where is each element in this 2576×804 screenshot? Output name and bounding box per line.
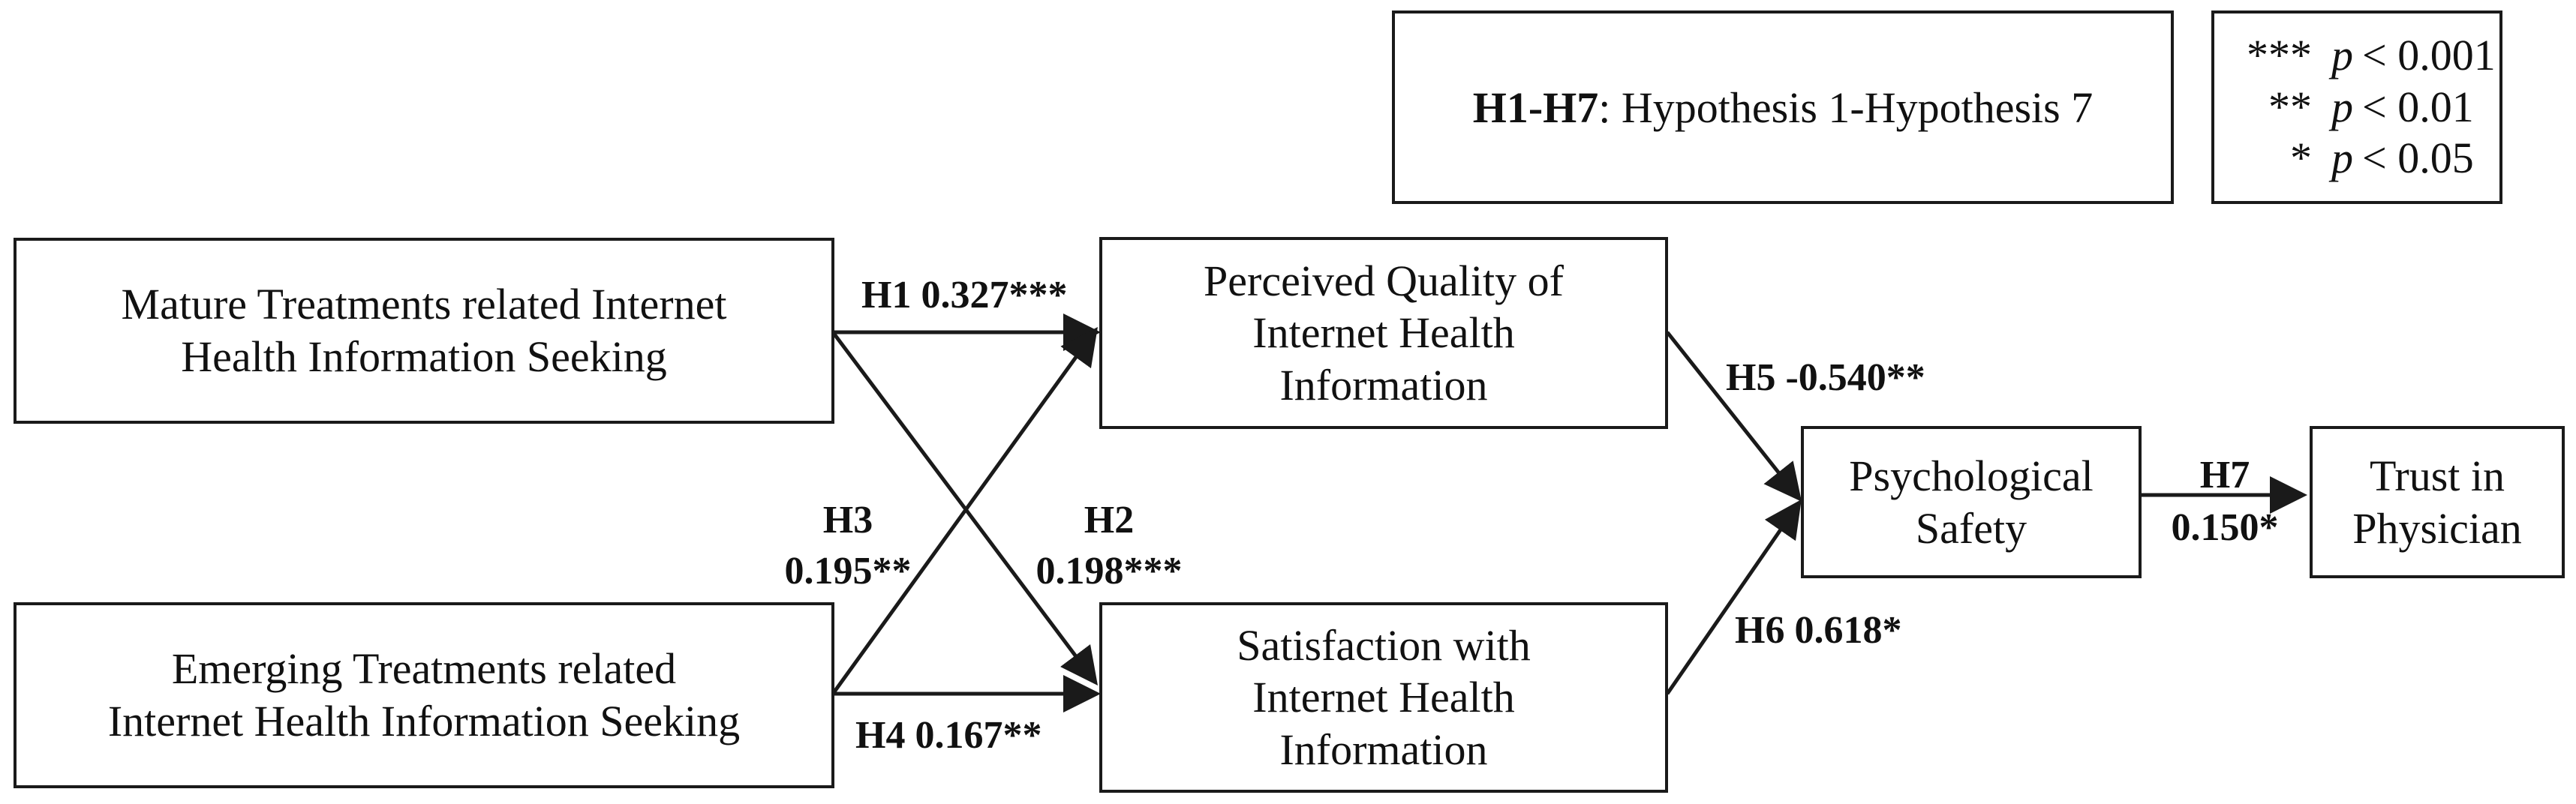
- path-label-h4: H4 0.167**: [855, 716, 1042, 755]
- construct-label-line: Information: [1279, 724, 1488, 774]
- path-id: H1: [861, 274, 912, 316]
- construct-label-line: Emerging Treatments related: [171, 644, 677, 694]
- construct-label-line: Physician: [2352, 503, 2522, 553]
- legend-hypothesis-line: H1-H7: Hypothesis 1-Hypothesis 7: [1473, 82, 2093, 133]
- construct-label-line: Safety: [1915, 503, 2027, 553]
- arrow-h5: [1666, 331, 1802, 502]
- path-coefficient: 0.618*: [1794, 609, 1902, 652]
- path-coefficient: 0.150*: [2171, 506, 2279, 549]
- path-label-h3: H3 0.195**: [773, 501, 923, 591]
- path-label-h1: H1 0.327***: [861, 276, 1067, 315]
- path-id: H6: [1735, 609, 1785, 652]
- significance-p: p: [2331, 82, 2353, 131]
- arrow-h3: [831, 326, 1098, 695]
- arrow-h2: [831, 331, 1098, 686]
- construct-label-line: Health Information Seeking: [181, 332, 667, 381]
- significance-row: * p < 0.05: [2222, 133, 2499, 184]
- significance-threshold: < 0.001: [2362, 31, 2496, 80]
- construct-perceived-quality: Perceived Quality of Internet Health Inf…: [1099, 237, 1668, 429]
- significance-row: ** p < 0.01: [2222, 82, 2499, 133]
- construct-label-line: Internet Health: [1252, 308, 1515, 358]
- legend-hypothesis-text: : Hypothesis 1-Hypothesis 7: [1598, 82, 2094, 132]
- path-label-h7: H7 0.150*: [2150, 456, 2300, 548]
- significance-row: *** p < 0.001: [2222, 30, 2499, 81]
- path-id: H7: [2199, 454, 2250, 496]
- path-id: H4: [855, 714, 906, 757]
- construct-label-line: Trust in: [2369, 451, 2505, 500]
- construct-label-line: Internet Health Information Seeking: [107, 697, 741, 746]
- legend-hypothesis-key: H1-H7: [1472, 82, 1599, 132]
- construct-psychological-safety: Psychological Safety: [1801, 426, 2142, 578]
- significance-stars: **: [2268, 82, 2312, 131]
- legend-hypotheses: H1-H7: Hypothesis 1-Hypothesis 7: [1392, 10, 2174, 204]
- path-label-h6: H6 0.618*: [1735, 611, 1901, 650]
- construct-label-line: Information: [1279, 360, 1488, 410]
- legend-significance: *** p < 0.001 ** p < 0.01 * p < 0.05: [2211, 10, 2502, 204]
- path-id: H2: [1084, 499, 1135, 542]
- construct-label-line: Internet Health: [1252, 673, 1515, 722]
- construct-label-line: Perceived Quality of: [1204, 256, 1564, 305]
- path-coefficient: 0.327***: [921, 274, 1068, 316]
- significance-p: p: [2331, 31, 2353, 80]
- construct-satisfaction: Satisfaction with Internet Health Inform…: [1099, 602, 1668, 793]
- construct-label-line: Satisfaction with: [1237, 620, 1531, 670]
- construct-emerging-treatments: Emerging Treatments related Internet Hea…: [14, 602, 834, 788]
- path-id: H3: [822, 499, 873, 542]
- significance-threshold: < 0.05: [2362, 134, 2474, 183]
- path-coefficient: 0.167**: [915, 714, 1042, 757]
- path-label-h2: H2 0.198***: [1034, 501, 1184, 591]
- significance-p: p: [2331, 134, 2353, 183]
- construct-label-line: Psychological: [1849, 451, 2094, 500]
- construct-label-line: Mature Treatments related Internet: [121, 280, 727, 329]
- path-id: H5: [1726, 356, 1776, 399]
- significance-threshold: < 0.01: [2362, 82, 2474, 131]
- significance-stars: *: [2290, 134, 2312, 183]
- path-coefficient: 0.195**: [784, 550, 912, 592]
- path-coefficient: 0.198***: [1036, 550, 1183, 592]
- construct-mature-treatments: Mature Treatments related Internet Healt…: [14, 238, 834, 424]
- significance-stars: ***: [2247, 31, 2312, 80]
- path-label-h5: H5 -0.540**: [1726, 358, 1925, 398]
- path-coefficient: -0.540**: [1785, 356, 1925, 399]
- construct-trust-in-physician: Trust in Physician: [2310, 426, 2565, 578]
- arrow-h6: [1665, 499, 1802, 695]
